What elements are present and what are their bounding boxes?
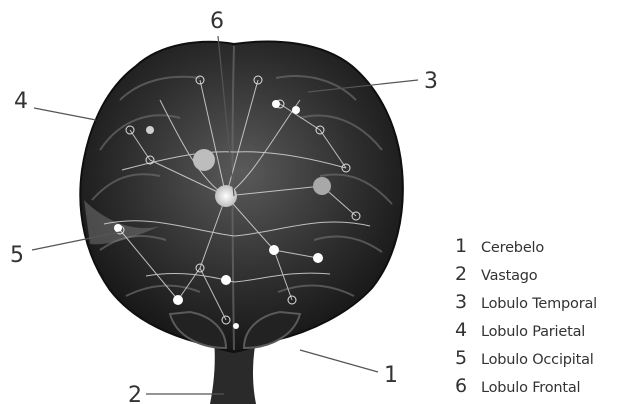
legend-label: Vastago xyxy=(481,268,537,284)
callout-3: 3 xyxy=(424,69,438,94)
legend-item: 4Lobulo Parietal xyxy=(455,316,635,344)
callout-5: 5 xyxy=(10,243,24,268)
legend-label: Cerebelo xyxy=(481,240,544,256)
legend-item: 5Lobulo Occipital xyxy=(455,344,635,372)
callout-6: 6 xyxy=(210,9,224,34)
legend-label: Lobulo Temporal xyxy=(481,296,597,312)
bright-node xyxy=(233,323,239,329)
legend-number: 3 xyxy=(455,288,481,316)
brain-outline xyxy=(80,42,403,352)
bright-node xyxy=(272,100,280,108)
leader-line-4 xyxy=(34,108,96,120)
legend-label: Lobulo Parietal xyxy=(481,324,585,340)
legend-number: 4 xyxy=(455,316,481,344)
legend-number: 6 xyxy=(455,372,481,400)
callout-2: 2 xyxy=(128,383,142,404)
bright-node xyxy=(114,224,122,232)
bright-node xyxy=(221,275,231,285)
bright-node xyxy=(313,177,331,195)
legend-number: 1 xyxy=(455,232,481,260)
brain-image xyxy=(80,42,403,352)
callout-1: 1 xyxy=(384,363,398,388)
bright-node xyxy=(269,245,279,255)
legend-item: 2Vastago xyxy=(455,260,635,288)
callout-4: 4 xyxy=(14,89,28,114)
legend-item: 3Lobulo Temporal xyxy=(455,288,635,316)
bright-node xyxy=(173,295,183,305)
legend-item: 1Cerebelo xyxy=(455,232,635,260)
legend-label: Lobulo Frontal xyxy=(481,380,580,396)
legend: 1Cerebelo 2Vastago 3Lobulo Temporal 4Lob… xyxy=(455,232,635,400)
legend-label: Lobulo Occipital xyxy=(481,352,594,368)
legend-number: 2 xyxy=(455,260,481,288)
bright-node xyxy=(193,149,215,171)
bright-node xyxy=(146,126,154,134)
legend-item: 6Lobulo Frontal xyxy=(455,372,635,400)
bright-node xyxy=(292,106,300,114)
bright-node xyxy=(313,253,323,263)
legend-number: 5 xyxy=(455,344,481,372)
leader-line-1 xyxy=(300,350,378,372)
